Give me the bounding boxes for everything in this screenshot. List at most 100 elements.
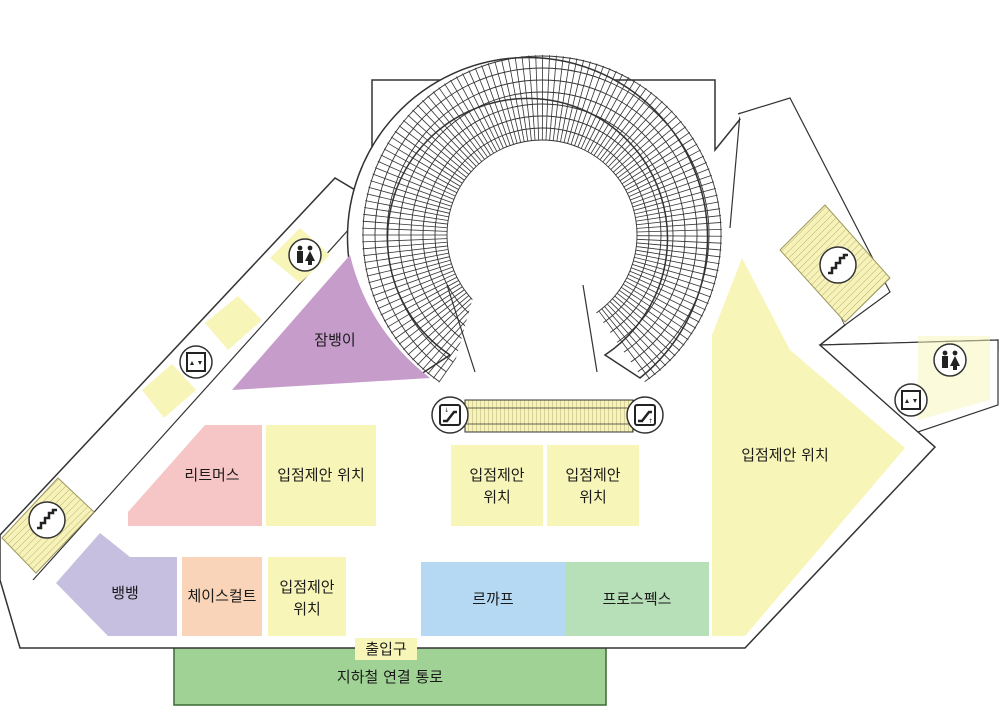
store-prospecs[interactable]: 프로스펙스 [566, 562, 709, 636]
seating-divider [635, 249, 720, 265]
seating-divider [567, 61, 591, 144]
seating-divider [604, 306, 661, 371]
seating-divider [619, 131, 691, 182]
seating-divider [636, 235, 722, 237]
seating-divider [636, 222, 722, 229]
seating-divider [563, 59, 585, 143]
seating-divider [362, 220, 448, 229]
seating-divider [623, 283, 697, 329]
store-label-vacant-4: 입점제안 위치 [741, 446, 829, 464]
seating-divider [636, 242, 722, 251]
seating-divider [462, 73, 501, 150]
seating-divider [633, 188, 716, 211]
seating-divider [612, 115, 678, 173]
seating-divider [630, 168, 710, 201]
seating-divider [627, 155, 704, 194]
store-vacant-5[interactable]: 입점제안 위치 [268, 557, 346, 636]
store-chase-culture[interactable]: 체이스컬트 [182, 557, 262, 636]
seating-divider [636, 228, 722, 233]
store-bbangbbang[interactable]: 뱅뱅 [56, 533, 177, 636]
seating-divider [587, 77, 630, 152]
store-label-lecaf: 르까프 [472, 590, 514, 608]
seating-divider [632, 263, 714, 292]
restroom-icon [933, 343, 967, 377]
seating-divider [634, 194, 718, 215]
seating-divider [383, 148, 459, 190]
seating-ring [362, 55, 722, 382]
elevator-icon [894, 383, 928, 417]
seating-divider [374, 270, 455, 303]
store-litmus[interactable]: 리트머스 [128, 425, 262, 526]
store-label-prospecs: 프로스펙스 [602, 590, 671, 608]
seating-divider [598, 310, 651, 380]
seating-divider [636, 215, 721, 226]
restroom-icon [288, 238, 322, 272]
seating-divider [368, 186, 451, 211]
seating-divider [372, 266, 453, 297]
escalator[interactable] [464, 399, 634, 433]
store-vacant-2[interactable]: 입점제안 위치 [451, 445, 543, 526]
seating-divider [394, 289, 465, 340]
store-lecaf[interactable]: 르까프 [421, 562, 566, 636]
store-jambaengi[interactable]: 잠뱅이 [232, 255, 430, 390]
seating-divider [602, 96, 658, 163]
store-vacant-1[interactable]: 입점제안 위치 [266, 425, 376, 526]
seating-divider [552, 56, 564, 141]
seating-divider [365, 200, 449, 218]
seating-divider [535, 55, 540, 141]
seating-divider [616, 292, 685, 346]
seating-divider [377, 273, 456, 310]
seating-ring [446, 139, 638, 314]
seating-divider [432, 91, 485, 160]
store-label-vacant-2-line2: 위치 [483, 488, 511, 506]
seating-divider [621, 286, 693, 335]
seating-divider [628, 274, 706, 311]
seating-divider [609, 301, 671, 362]
seating-divider [422, 100, 480, 165]
seating-divider [584, 73, 623, 151]
seating-divider [364, 207, 449, 221]
seating-divider [507, 58, 525, 142]
seating-divider [412, 109, 474, 170]
store-label-chase-culture: 체이스컬트 [187, 587, 256, 605]
seating-divider [365, 252, 449, 270]
seating-divider [412, 300, 474, 361]
seating-divider [619, 289, 689, 341]
seating-divider [377, 160, 456, 197]
elevator-icon [179, 345, 213, 379]
seating-divider [614, 295, 681, 352]
entrance-label: 출입구 [365, 640, 406, 658]
seating-divider [610, 110, 673, 170]
seating-divider [366, 256, 450, 277]
svg-text:↑: ↑ [648, 418, 653, 425]
seating-divider [481, 65, 511, 146]
entrance[interactable]: 출입구 [355, 638, 417, 660]
seating-divider [364, 249, 449, 263]
seating-divider [635, 208, 721, 222]
seating-divider [450, 79, 494, 154]
seating-divider [366, 193, 450, 214]
seating-divider [633, 260, 716, 285]
store-vacant-4[interactable]: 입점제안 위치 [712, 258, 905, 636]
seating-divider [362, 227, 448, 232]
seating-divider [635, 253, 719, 271]
seating-divider [629, 270, 709, 304]
seating-divider [556, 57, 571, 142]
seating-divider [631, 174, 712, 204]
seating-divider [390, 136, 463, 184]
seating-divider [372, 173, 453, 204]
seating-divider [370, 263, 452, 290]
seating-divider [403, 119, 470, 175]
escalator-up-icon: ↑ [626, 396, 664, 434]
seating-ring [410, 103, 674, 343]
seating-divider [362, 241, 448, 250]
seating-divider [444, 83, 491, 156]
store-label-vacant-3-line1: 입점제안 [565, 466, 620, 484]
seating-divider [636, 238, 722, 244]
seating-divider [487, 63, 514, 145]
store-vacant-3[interactable]: 입점제안 위치 [547, 445, 639, 526]
seating-divider [427, 95, 483, 162]
seating-divider [599, 92, 653, 160]
seating-divider [560, 58, 578, 142]
seating-divider [605, 100, 663, 165]
